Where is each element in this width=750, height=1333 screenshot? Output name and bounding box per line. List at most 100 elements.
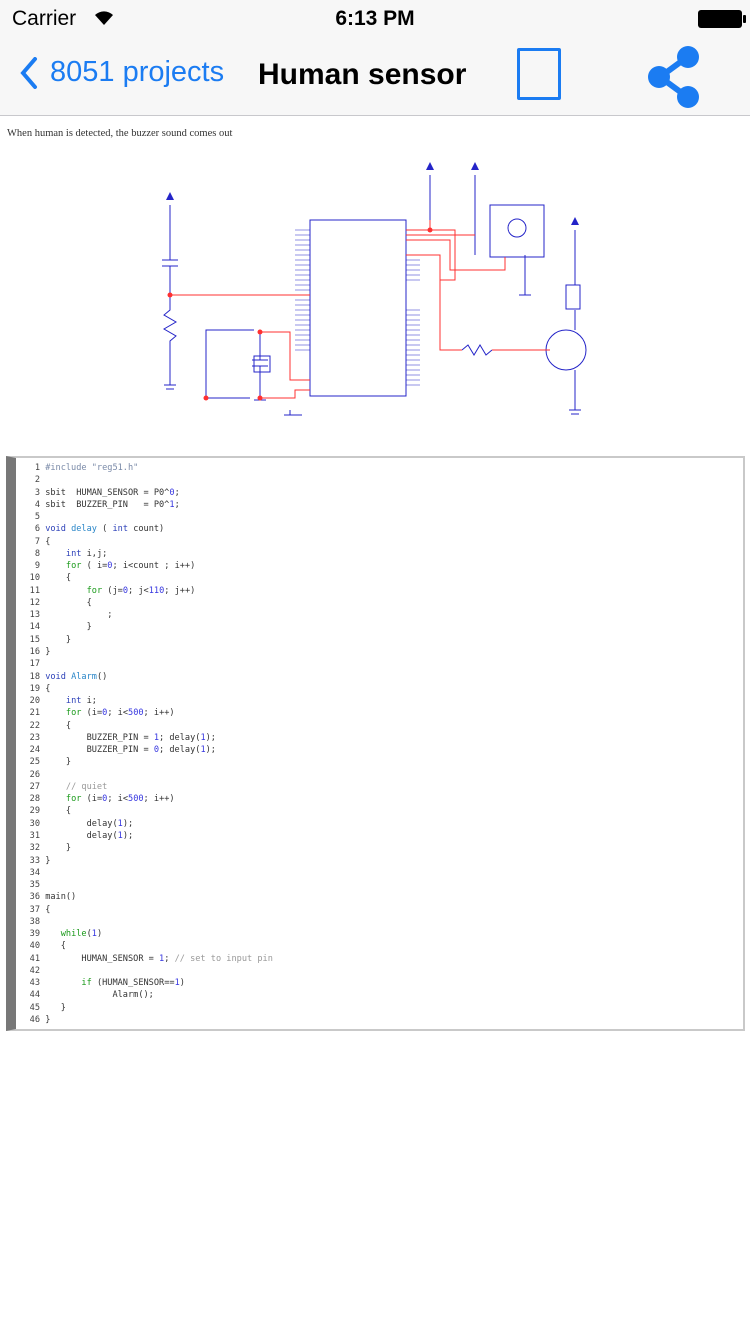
code-token: int xyxy=(65,548,82,559)
line-number: 41 xyxy=(29,953,40,964)
code-token: 1 xyxy=(159,953,165,964)
code-line: 3 sbit HUMAN_SENSOR = P0^0; xyxy=(16,487,743,499)
line-number: 32 xyxy=(29,843,40,854)
line-number: 28 xyxy=(29,794,40,805)
code-token: { xyxy=(45,720,72,731)
code-token: while xyxy=(60,929,87,940)
code-token: } xyxy=(45,622,92,633)
code-line: 18 void Alarm() xyxy=(16,671,743,683)
line-number: 3 xyxy=(34,487,40,498)
code-token: main() xyxy=(45,892,77,903)
code-line: 27 // quiet xyxy=(16,781,743,793)
line-number: 14 xyxy=(29,622,40,633)
circuit-schematic xyxy=(162,162,587,416)
code-line: 1 #include "reg51.h" xyxy=(16,462,743,474)
line-number: 10 xyxy=(29,573,40,584)
code-token: ; i++) xyxy=(143,794,175,805)
code-token: 0 xyxy=(169,487,175,498)
code-token: 1 xyxy=(200,732,206,743)
code-token: ; i< xyxy=(107,794,129,805)
code-line: 39 while(1) xyxy=(16,928,743,940)
line-number: 1 xyxy=(34,463,40,473)
code-token: ; delay( xyxy=(159,745,201,756)
line-number: 25 xyxy=(29,757,40,768)
line-number: 43 xyxy=(29,978,40,989)
code-token: (i= xyxy=(81,708,103,719)
code-token: { xyxy=(45,806,72,817)
back-button[interactable]: 8051 projects xyxy=(20,56,224,89)
code-token: sbit BUZZER_PIN = P0^ xyxy=(45,499,170,510)
code-line: 41 HUMAN_SENSOR = 1; // set to input pin xyxy=(16,953,743,965)
code-block: 1 #include "reg51.h"2 3 sbit HUMAN_SENSO… xyxy=(6,456,745,1031)
line-number: 17 xyxy=(29,659,40,670)
clock: 6:13 PM xyxy=(335,7,415,30)
code-line: 24 BUZZER_PIN = 0; delay(1); xyxy=(16,744,743,756)
code-line: 10 { xyxy=(16,572,743,584)
line-number: 23 xyxy=(29,732,40,743)
bookmark-icon[interactable] xyxy=(517,48,561,100)
code-token: { xyxy=(45,904,51,915)
code-token: 1 xyxy=(117,818,123,829)
code-token: 1 xyxy=(153,732,160,743)
code-token xyxy=(45,929,61,939)
code-token: ; i<count ; i++) xyxy=(112,561,196,572)
back-label: 8051 projects xyxy=(50,56,225,88)
code-token: } xyxy=(45,1014,51,1025)
line-number: 21 xyxy=(29,708,40,719)
code-token: ) xyxy=(179,978,185,989)
code-line: 44 Alarm(); xyxy=(16,989,743,1001)
line-number: 29 xyxy=(29,806,40,817)
code-line: 7 { xyxy=(16,536,743,548)
code-token: 0 xyxy=(102,708,108,719)
line-number: 37 xyxy=(29,904,40,915)
line-number: 33 xyxy=(29,855,40,866)
code-line: 6 void delay ( int count) xyxy=(16,523,743,535)
carrier-label: Carrier xyxy=(12,7,77,30)
share-icon[interactable] xyxy=(646,44,706,110)
code-token: delay xyxy=(71,524,97,535)
code-line: 42 xyxy=(16,965,743,977)
code-line: 9 for ( i=0; i<count ; i++) xyxy=(16,560,743,572)
line-number: 6 xyxy=(34,524,40,535)
code-token: 1 xyxy=(200,745,206,756)
code-token: ; xyxy=(174,487,180,498)
code-token: (j= xyxy=(102,585,123,596)
code-line: 43 if (HUMAN_SENSOR==1) xyxy=(16,977,743,989)
line-number: 44 xyxy=(29,990,40,1001)
code-token: ); xyxy=(205,732,216,743)
code-line: 28 for (i=0; i<500; i++) xyxy=(16,793,743,805)
code-line: 33 } xyxy=(16,855,743,867)
code-token: 1 xyxy=(169,499,175,510)
code-token: 110 xyxy=(148,585,165,596)
code-token: ; j< xyxy=(128,585,149,596)
navigation-bar: 8051 projects Human sensor xyxy=(0,38,750,116)
code-token: BUZZER_PIN = xyxy=(45,732,154,743)
code-token: count) xyxy=(128,524,165,535)
code-token: 0 xyxy=(102,794,108,805)
code-line: 40 { xyxy=(16,940,743,952)
line-number: 26 xyxy=(29,769,40,780)
code-line: 46 } xyxy=(16,1014,743,1026)
code-token: 1 xyxy=(174,978,180,989)
code-token: ; xyxy=(45,610,113,621)
line-number: 22 xyxy=(29,720,40,731)
code-token: HUMAN_SENSOR = xyxy=(45,953,160,964)
line-number: 5 xyxy=(34,512,40,523)
code-token: () xyxy=(96,671,108,682)
code-token: ; j++) xyxy=(164,585,196,596)
code-token: Alarm xyxy=(71,671,97,682)
code-token: { xyxy=(45,941,66,952)
line-number: 8 xyxy=(34,548,40,559)
code-token: } xyxy=(45,757,72,768)
code-line: 31 delay(1); xyxy=(16,830,743,842)
line-number: 39 xyxy=(29,929,40,940)
code-line: 15 } xyxy=(16,634,743,646)
line-number: 45 xyxy=(29,1002,40,1013)
code-token: i; xyxy=(81,696,97,707)
line-number: 31 xyxy=(29,830,40,841)
code-token: ); xyxy=(122,830,134,841)
code-line: 23 BUZZER_PIN = 1; delay(1); xyxy=(16,732,743,744)
code-line: 2 xyxy=(16,474,743,486)
line-number: 2 xyxy=(34,475,40,486)
description-text: When human is detected, the buzzer sound… xyxy=(7,128,233,139)
